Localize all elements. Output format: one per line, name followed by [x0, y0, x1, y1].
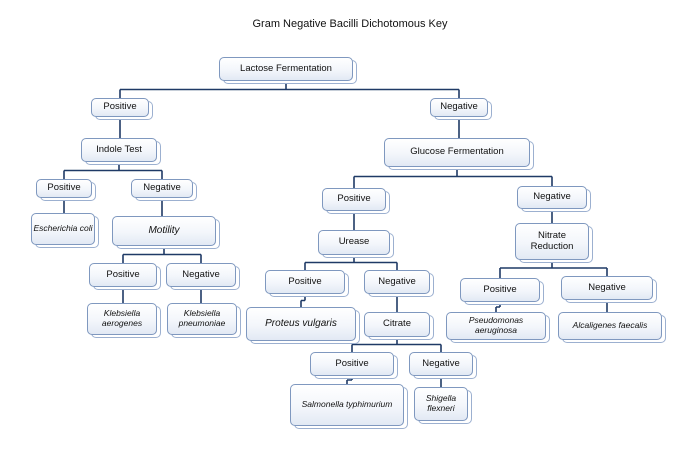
node-nitrate-positive: Positive — [460, 278, 540, 302]
node-glucose-fermentation: Glucose Fermentation — [384, 138, 530, 167]
connector-line — [63, 162, 163, 179]
node-citrate-negative: Negative — [409, 352, 473, 376]
connector-line — [495, 302, 501, 312]
node-indole-test: Indole Test — [81, 138, 157, 162]
node-lactose-fermentation: Lactose Fermentation — [219, 57, 353, 81]
node-citrate: Citrate — [364, 312, 430, 337]
node-glucose-positive: Positive — [322, 188, 386, 211]
node-indole-negative: Negative — [131, 179, 193, 198]
connector-line — [353, 167, 553, 188]
node-nitrate-negative: Negative — [561, 276, 653, 300]
connector-line — [346, 376, 353, 384]
node-lactose-negative: Negative — [430, 98, 488, 117]
node-alcaligenes-faecalis: Alcaligenes faecalis — [558, 312, 662, 340]
node-motility-negative: Negative — [166, 263, 236, 287]
node-klebsiella-pneumoniae: Klebsiella pneumoniae — [167, 303, 237, 335]
node-klebsiella-aerogenes: Klebsiella aerogenes — [87, 303, 157, 335]
node-proteus-vulgaris: Proteus vulgaris — [246, 307, 356, 341]
connector-line — [351, 337, 442, 352]
connector-line — [122, 246, 202, 263]
connector-line — [300, 294, 306, 307]
node-motility-positive: Positive — [89, 263, 157, 287]
node-escherichia-coli: Escherichia coli — [31, 213, 95, 245]
node-shigella-flexneri: Shigella flexneri — [414, 387, 468, 421]
node-indole-positive: Positive — [36, 179, 92, 198]
connector-line — [119, 81, 460, 98]
node-urease-positive: Positive — [265, 270, 345, 294]
node-lactose-positive: Positive — [91, 98, 149, 117]
diagram-title: Gram Negative Bacilli Dichotomous Key — [252, 18, 448, 30]
node-nitrate-reduction: Nitrate Reduction — [515, 223, 589, 260]
node-salmonella-typhimurium: Salmonella typhimurium — [290, 384, 404, 426]
node-urease: Urease — [318, 230, 390, 255]
connector-line — [499, 260, 608, 278]
node-glucose-negative: Negative — [517, 186, 587, 209]
node-motility: Motility — [112, 216, 216, 246]
node-pseudomonas-aeruginosa: Pseudomonas aeruginosa — [446, 312, 546, 340]
connector-line — [304, 255, 398, 270]
node-citrate-positive: Positive — [310, 352, 394, 376]
node-urease-negative: Negative — [364, 270, 430, 294]
